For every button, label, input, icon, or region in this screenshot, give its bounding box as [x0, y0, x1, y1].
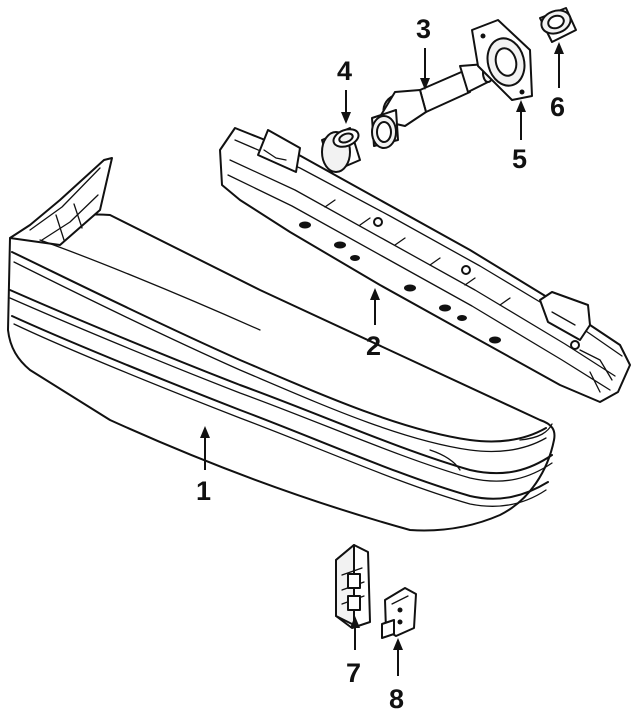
- callout-7: 7: [346, 658, 361, 688]
- callout-3: 3: [416, 14, 431, 44]
- absorber-spacer: [321, 127, 361, 173]
- bumper-reinforcement: [219, 127, 631, 403]
- callout-5: 5: [512, 144, 527, 174]
- callout-arrows: [200, 42, 564, 676]
- callout-8: 8: [389, 684, 404, 714]
- grommet: [539, 7, 577, 43]
- callout-4: 4: [337, 56, 352, 86]
- mounting-plate: [471, 19, 533, 101]
- energy-absorber: [371, 63, 494, 149]
- callout-6: 6: [550, 92, 565, 122]
- side-bracket: [335, 544, 371, 629]
- small-bracket: [381, 587, 417, 639]
- callout-1: 1: [196, 476, 211, 506]
- bumper-cover: [7, 157, 556, 532]
- callout-2: 2: [366, 331, 381, 361]
